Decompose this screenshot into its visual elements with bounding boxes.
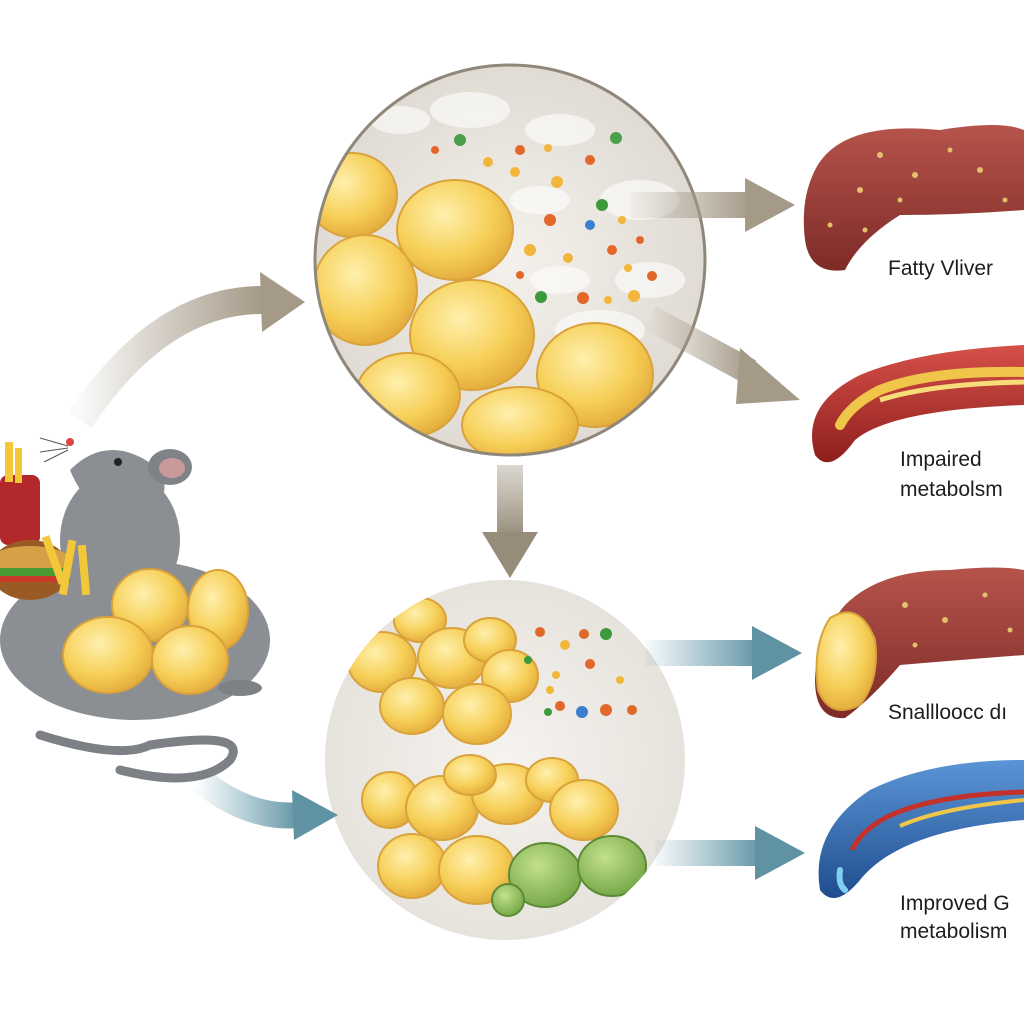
arrow-icon xyxy=(645,626,802,680)
junk-food-icon xyxy=(0,442,91,600)
arrow-icon xyxy=(191,769,338,840)
fat-tissue-magnified-bottom xyxy=(325,580,685,940)
arrow-icon xyxy=(482,465,538,578)
label-smaller-liver: Snallloocc dı xyxy=(888,701,1008,724)
arrow-icon xyxy=(643,306,800,404)
fat-tissue-magnified-top xyxy=(313,63,707,457)
label-fatty-liver: Fatty Vliver xyxy=(888,257,994,280)
blood-vessel-icon xyxy=(812,345,1024,463)
beige-fat-cells xyxy=(491,835,647,917)
liver-icon xyxy=(815,567,1024,719)
label-impaired-line1: Impaired xyxy=(900,448,982,471)
label-improved-line1: Improved G xyxy=(900,892,1010,915)
label-impaired-line2: metabolsm xyxy=(900,478,1003,501)
liver-icon xyxy=(803,125,1024,271)
lipid-droplets xyxy=(524,627,637,718)
label-improved-line2: metabolism xyxy=(900,920,1008,943)
arrow-icon xyxy=(630,178,795,232)
arrow-icon xyxy=(68,272,305,428)
fat-cell-icon xyxy=(347,597,619,905)
lipid-droplets xyxy=(431,132,657,304)
arrow-icon xyxy=(655,826,805,880)
blood-vessel-icon xyxy=(818,760,1024,898)
fat-cell-icon xyxy=(62,568,249,695)
